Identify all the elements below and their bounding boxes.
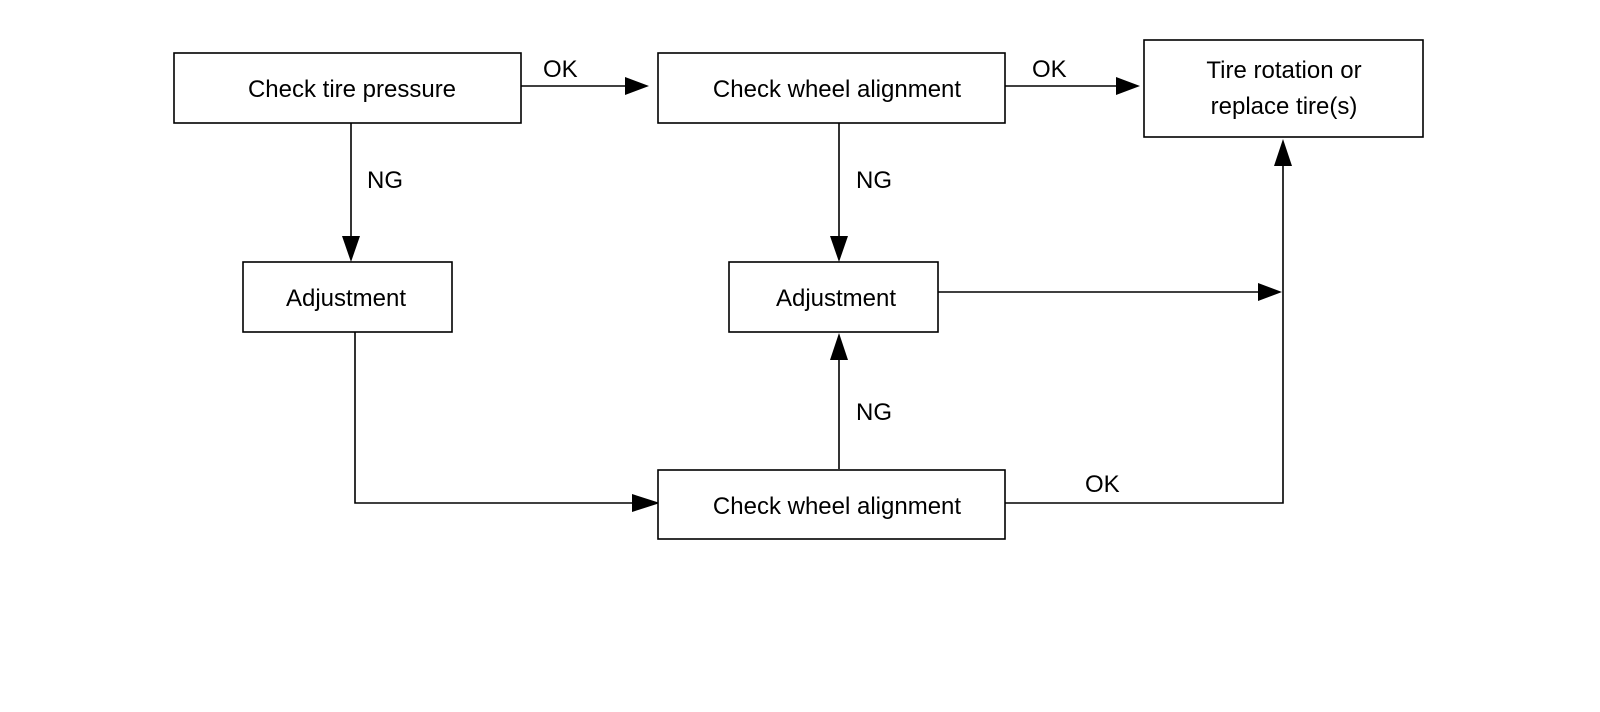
node-check-wheel-alignment-bottom: Check wheel alignment bbox=[657, 469, 1006, 540]
node-tire-rotation: Tire rotation or replace tire(s) bbox=[1143, 39, 1424, 138]
node-adjustment-center-label: Adjustment bbox=[776, 285, 896, 312]
edge-label-alignment-bottom-ng: NG bbox=[856, 399, 892, 426]
node-check-wheel-alignment-top: Check wheel alignment bbox=[657, 52, 1006, 124]
connector-adjustment-to-bottom-alignment bbox=[354, 332, 632, 504]
arrowhead-right-icon bbox=[625, 77, 649, 95]
connector-bottom-alignment-to-tire-rotation bbox=[1005, 163, 1284, 504]
node-tire-rotation-line2: replace tire(s) bbox=[1211, 93, 1358, 120]
edge-label-alignment-top-ok: OK bbox=[1032, 56, 1067, 83]
arrowhead-down-icon bbox=[342, 236, 360, 262]
edge-label-alignment-top-ng: NG bbox=[856, 167, 892, 194]
node-check-tire-pressure-label: Check tire pressure bbox=[248, 76, 456, 103]
node-check-wheel-alignment-top-label: Check wheel alignment bbox=[713, 76, 961, 103]
arrowhead-up-icon bbox=[1274, 139, 1292, 166]
arrowhead-up-icon bbox=[830, 333, 848, 360]
arrowhead-right-icon bbox=[1258, 283, 1282, 301]
arrowhead-down-icon bbox=[830, 236, 848, 262]
arrowhead-right-icon bbox=[632, 494, 660, 512]
edge-label-pressure-ng: NG bbox=[367, 167, 403, 194]
node-adjustment-left-label: Adjustment bbox=[286, 285, 406, 312]
node-check-wheel-alignment-bottom-label: Check wheel alignment bbox=[713, 493, 961, 520]
node-adjustment-center: Adjustment bbox=[728, 261, 939, 333]
edge-label-alignment-bottom-ok: OK bbox=[1085, 471, 1120, 498]
arrowhead-right-icon bbox=[1116, 77, 1140, 95]
node-check-tire-pressure: Check tire pressure bbox=[173, 52, 522, 124]
edge-label-pressure-ok: OK bbox=[543, 56, 578, 83]
node-adjustment-left: Adjustment bbox=[242, 261, 453, 333]
node-tire-rotation-line1: Tire rotation or bbox=[1206, 57, 1361, 84]
